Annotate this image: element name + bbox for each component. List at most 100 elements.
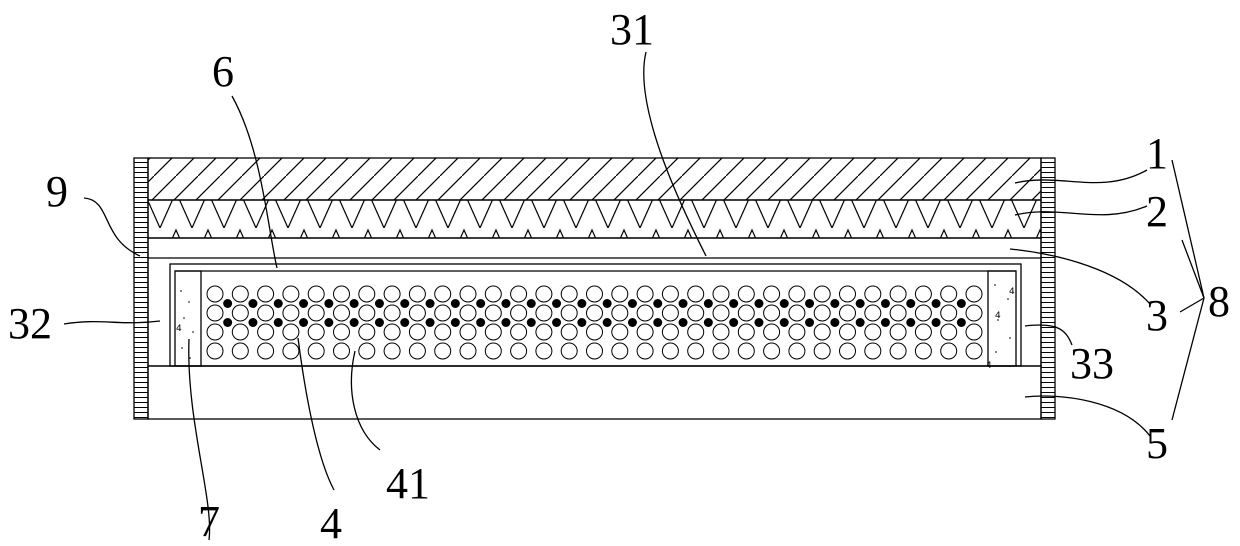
label-8: 8: [1208, 277, 1230, 326]
hollow-particle: [359, 286, 375, 302]
solid-particle: [830, 299, 839, 308]
hollow-particle: [409, 286, 425, 302]
hollow-particle: [941, 324, 957, 340]
layer-5-base: [148, 366, 1041, 419]
hollow-particle: [612, 305, 628, 321]
solid-particle: [501, 318, 510, 327]
hollow-particle: [308, 305, 324, 321]
hollow-particle: [662, 343, 678, 359]
solid-particle: [906, 299, 915, 308]
hollow-particle: [941, 305, 957, 321]
hollow-particle: [359, 305, 375, 321]
solid-particle: [248, 318, 257, 327]
solid-particle: [628, 318, 637, 327]
hollow-particle: [789, 343, 805, 359]
hollow-particle: [840, 305, 856, 321]
solid-particle: [603, 299, 612, 308]
hollow-particle: [207, 305, 223, 321]
hollow-particle: [460, 324, 476, 340]
hollow-particle: [915, 324, 931, 340]
solid-particle: [805, 318, 814, 327]
hollow-particle: [435, 286, 451, 302]
hollow-particle: [536, 324, 552, 340]
solid-particle: [856, 318, 865, 327]
hollow-particle: [485, 305, 501, 321]
hollow-particle: [334, 305, 350, 321]
hollow-particle: [890, 305, 906, 321]
hollow-particle: [511, 305, 527, 321]
hollow-particle: [941, 343, 957, 359]
hollow-particle: [738, 286, 754, 302]
solid-particle: [679, 318, 688, 327]
solid-particle: [603, 318, 612, 327]
solid-particle: [350, 299, 359, 308]
hollow-particle: [511, 286, 527, 302]
svg-text:4: 4: [176, 324, 182, 334]
hollow-particle: [764, 305, 780, 321]
hollow-particle: [713, 305, 729, 321]
solid-particle: [274, 299, 283, 308]
solid-particle: [704, 318, 713, 327]
hollow-particle: [359, 324, 375, 340]
hollow-particle: [865, 305, 881, 321]
solid-particle: [501, 299, 510, 308]
solid-particle: [552, 318, 561, 327]
hollow-particle: [207, 343, 223, 359]
hollow-particle: [688, 343, 704, 359]
solid-particle: [932, 318, 941, 327]
solid-particle: [653, 299, 662, 308]
solid-particle: [932, 299, 941, 308]
hollow-particle: [536, 343, 552, 359]
solid-particle: [805, 299, 814, 308]
hollow-particle: [435, 343, 451, 359]
solid-particle: [451, 318, 460, 327]
solid-particle: [881, 318, 890, 327]
hollow-particle: [637, 305, 653, 321]
hollow-particle: [890, 286, 906, 302]
label-2: 2: [1146, 187, 1168, 236]
hollow-particle: [612, 324, 628, 340]
hollow-particle: [587, 305, 603, 321]
hollow-particle: [485, 286, 501, 302]
hollow-particle: [207, 324, 223, 340]
solid-particle: [299, 318, 308, 327]
particle-layer-4: [207, 286, 982, 359]
hollow-particle: [865, 324, 881, 340]
hollow-particle: [966, 305, 982, 321]
label-7: 7: [198, 497, 220, 546]
layer-1-top: [148, 158, 1041, 200]
solid-particle: [527, 318, 536, 327]
hollow-particle: [409, 324, 425, 340]
label-41: 41: [386, 459, 430, 508]
hollow-particle: [941, 286, 957, 302]
filler-block-right: 4 4 4: [986, 271, 1016, 371]
hollow-particle: [384, 305, 400, 321]
hollow-particle: [561, 324, 577, 340]
hollow-particle: [662, 305, 678, 321]
hollow-particle: [662, 324, 678, 340]
label-31: 31: [610, 5, 654, 54]
hollow-particle: [915, 343, 931, 359]
solid-particle: [957, 318, 966, 327]
hollow-particle: [485, 324, 501, 340]
solid-particle: [653, 318, 662, 327]
hollow-particle: [840, 343, 856, 359]
solid-particle: [476, 318, 485, 327]
label-1: 1: [1146, 129, 1168, 178]
hollow-particle: [713, 324, 729, 340]
hollow-particle: [536, 286, 552, 302]
hollow-particle: [334, 286, 350, 302]
hollow-particle: [258, 286, 274, 302]
solid-particle: [299, 299, 308, 308]
solid-particle: [957, 299, 966, 308]
hollow-particle: [207, 286, 223, 302]
hollow-particle: [258, 305, 274, 321]
label-32: 32: [8, 299, 52, 348]
solid-particle: [400, 299, 409, 308]
hollow-particle: [966, 324, 982, 340]
label-5: 5: [1146, 419, 1168, 468]
solid-particle: [552, 299, 561, 308]
hollow-particle: [283, 324, 299, 340]
solid-particle: [729, 299, 738, 308]
hollow-particle: [308, 324, 324, 340]
